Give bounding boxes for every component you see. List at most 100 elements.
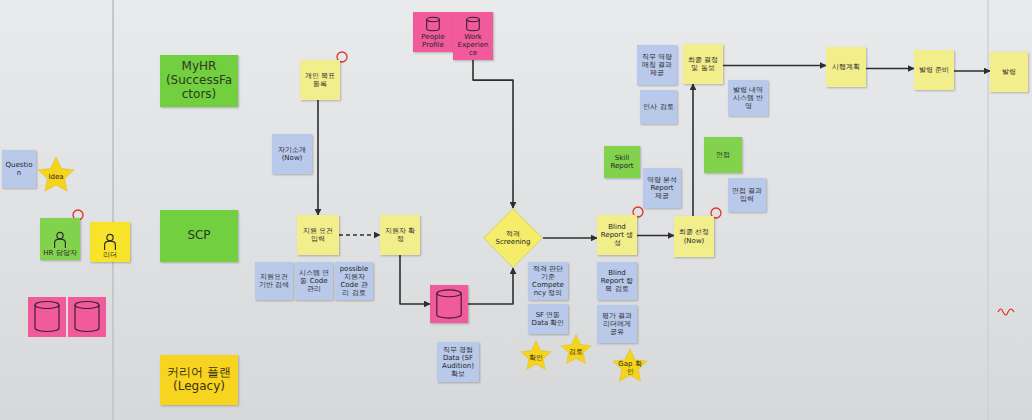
note-text: Question: [5, 161, 33, 177]
sticky-note: 역량 분석 Report 제공: [643, 168, 681, 208]
process-note: 지원자 확정: [380, 215, 420, 255]
note-text: 최종 결정 및 통보: [686, 56, 720, 72]
note-text: Work Experience: [456, 33, 490, 57]
sticky-note: 인사 검토: [640, 90, 677, 124]
database-notes: [28, 297, 106, 337]
process-note: 발령: [990, 52, 1028, 92]
note-text: 적격 판단 기준 Competency 정의: [531, 265, 565, 297]
cyl-shape: [430, 285, 468, 323]
note-text: SCP: [187, 229, 210, 243]
flow-arrow: [723, 65, 826, 67]
sticky-note: SF 연동 Data 확인: [528, 304, 568, 334]
flow-arrow: [468, 268, 513, 304]
note-text: 리더: [103, 251, 117, 259]
person-icon: [51, 231, 69, 249]
red-scribble: [998, 309, 1014, 315]
process-note: Blind Report 생성: [597, 215, 637, 255]
note-text: 지원자 확정: [383, 227, 417, 243]
note-text: 커리어 플랜 (Legacy): [163, 366, 235, 394]
flow-arrow: [543, 237, 597, 239]
note-text: SF 연동 Data 확인: [531, 311, 565, 327]
note-text: Skill Report: [607, 154, 637, 170]
sticky-note: Question: [2, 150, 36, 188]
note-text: Idea: [48, 173, 63, 181]
note-text: Blind Report 생성: [600, 223, 634, 247]
flow-arrow: [637, 235, 674, 237]
flow-arrow: [866, 68, 914, 70]
sticky-note: 시스템 연동 Code 관리: [295, 262, 333, 300]
note-text: 시행계획: [832, 63, 860, 71]
role-note: 리더: [90, 222, 130, 262]
note-text: 지원 요건 입력: [300, 227, 336, 243]
sticky-note: 지원요건 기반 검색: [255, 262, 293, 300]
sticky-note: possible 지원자 Code 관리 검토: [335, 262, 373, 300]
process-note: 지원 요건 입력: [297, 215, 339, 255]
note-text: 직무 역량 매칭 결과 제공: [640, 53, 674, 77]
note-text: 검토: [569, 348, 583, 356]
sticky-note: 직무 경험 Data (SF Audition) 확보: [437, 342, 479, 382]
note-text: 지원요건 기반 검색: [258, 273, 290, 289]
flow-arrow: [400, 255, 430, 304]
star-note: Gap 확인: [612, 348, 648, 384]
note-text: 시스템 연동 Code 관리: [298, 269, 330, 293]
person-icon: [101, 233, 119, 251]
red-check-mark: [73, 52, 721, 220]
panel-seam: [112, 0, 114, 420]
flow-arrow: [317, 100, 319, 215]
panel-seam: [987, 0, 989, 420]
flow-arrow: [339, 234, 380, 236]
sticky-note: 자기소개 (Now): [272, 134, 312, 174]
data-note: Work Experience: [453, 12, 493, 60]
data-note: People Profile: [413, 12, 453, 52]
note-text: People Profile: [416, 33, 450, 49]
star-note: 확인: [520, 340, 552, 372]
flow-arrow: [954, 70, 990, 72]
note-text: 최종 선정 (Now): [677, 228, 711, 244]
note-text: 역량 분석 Report 제공: [646, 176, 678, 200]
database-note: [430, 285, 468, 323]
flow-arrow: [692, 84, 694, 216]
database-icon: [424, 15, 442, 33]
note-text: 발령 준비: [919, 66, 949, 74]
note-text: 발령: [1002, 68, 1016, 76]
process-note: 최종 결정 및 통보: [683, 44, 723, 84]
process-note: 개인 목표 등록: [300, 60, 340, 100]
role-note: HR 담당자: [40, 218, 80, 260]
note-text: 직무 경험 Data (SF Audition) 확보: [440, 346, 476, 378]
sticky-note: 평가 결과 리더에게 공유: [597, 305, 637, 343]
note-text: Gap 확인: [616, 360, 644, 376]
system-label: MyHR (SuccessFactors): [160, 55, 238, 107]
note-text: 자기소개 (Now): [275, 146, 309, 162]
note-text: 확인: [529, 354, 543, 362]
note-text: 면접: [716, 151, 730, 159]
note-text: 인사 검토: [643, 103, 673, 111]
process-note: 발령 준비: [914, 50, 954, 90]
note-text: 개인 목표 등록: [303, 72, 337, 88]
note-text: 발령 내역 시스템 반영: [731, 86, 765, 110]
note-text: 면접 결과 입력: [731, 187, 763, 203]
note-text: 평가 결과 리더에게 공유: [600, 312, 634, 336]
process-note: 최종 선정 (Now): [674, 216, 714, 257]
sticky-note: 발령 내역 시스템 반영: [728, 80, 768, 116]
sticky-note: 적격 판단 기준 Competency 정의: [528, 262, 568, 300]
star-note: 검토: [560, 334, 592, 366]
note-text: possible 지원자 Code 관리 검토: [338, 265, 370, 297]
decision-diamond: 적격 Screening: [483, 208, 543, 268]
sticky-note: Blind Report 항목 검토: [597, 262, 637, 300]
note-text: Blind Report 항목 검토: [600, 269, 634, 293]
system-label: 커리어 플랜 (Legacy): [160, 355, 238, 405]
database-icon: [464, 15, 482, 33]
sticky-note: 직무 역량 매칭 결과 제공: [637, 45, 677, 85]
sticky-note: Skill Report: [604, 146, 640, 178]
note-text: MyHR (SuccessFactors): [163, 60, 235, 101]
process-note: 시행계획: [826, 47, 866, 87]
note-text: HR 담당자: [43, 249, 76, 257]
flow-arrow: [473, 60, 513, 208]
sticky-note: 면접: [704, 137, 742, 173]
system-label: SCP: [160, 210, 238, 262]
star-note: Idea: [37, 156, 75, 194]
sticky-note: 면접 결과 입력: [728, 178, 766, 212]
note-text: 적격 Screening: [493, 230, 533, 246]
